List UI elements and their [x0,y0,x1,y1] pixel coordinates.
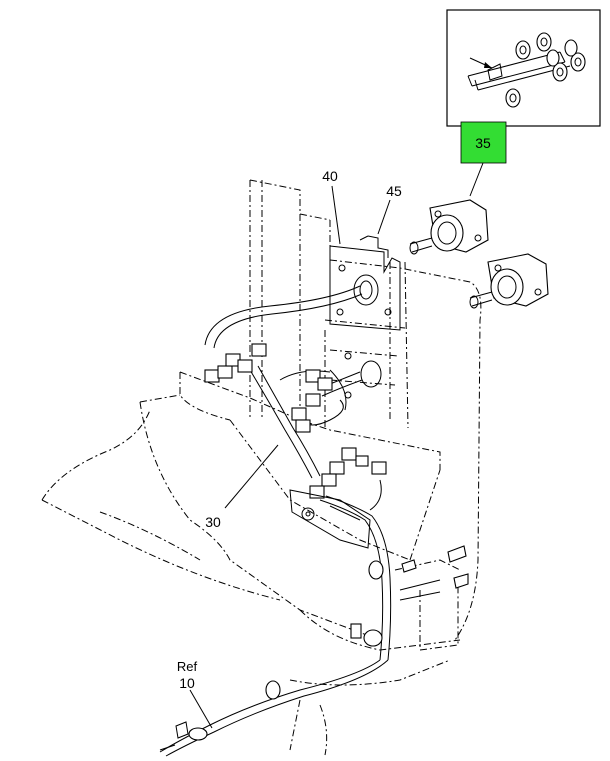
callout-ref-word: Ref [177,659,198,674]
mounting-bracket [289,489,371,549]
chassis-floor [41,371,461,756]
grommet-plate [329,245,401,399]
callout-45-label: 45 [386,183,402,199]
callout-35-box[interactable]: 35 [460,121,507,164]
bracket-45 [359,235,389,258]
side-brackets [399,545,469,601]
connector-plug-lower [469,253,549,309]
callout-40-label: 40 [322,168,338,184]
callout-ref-number: 10 [179,675,195,691]
harness-connectors [204,343,387,499]
locator-inset [446,9,601,127]
truck-chassis-locator-icon [467,32,586,108]
callout-35-label: 35 [475,135,491,151]
connector-plug-upper [409,199,489,255]
callout-30-label: 30 [205,514,221,530]
leader-45 [377,199,391,235]
leader-30 [224,444,279,509]
leader-ref-10 [189,689,213,729]
wiring-harness [159,285,392,757]
leader-40 [331,185,341,245]
harness-grommets [159,560,384,751]
